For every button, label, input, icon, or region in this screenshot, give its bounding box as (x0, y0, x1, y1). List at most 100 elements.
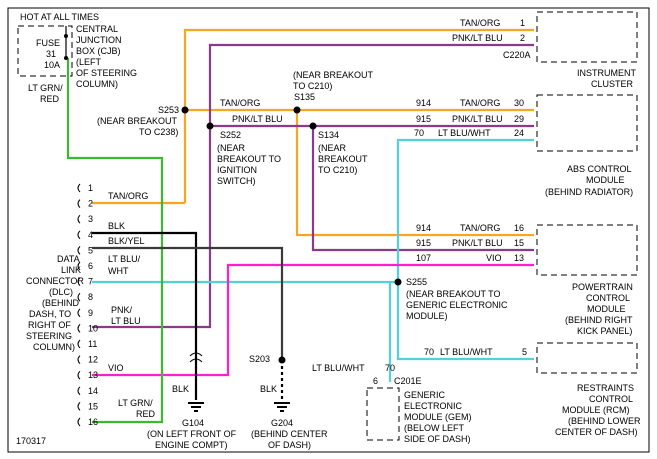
s134-note-1: (NEAR (318, 143, 347, 153)
pcm-name-3: MODULE (587, 304, 626, 314)
wire-pnk-ltblu-ipc (208, 43, 534, 126)
gem-name-5: SIDE OF DASH) (404, 434, 471, 444)
g104-name: G104 (182, 418, 204, 428)
abs-wire-3-color: LT BLU/WHT (438, 128, 491, 138)
cjb-label-5: OF STEERING (76, 68, 137, 78)
dlc-label-6: DASH, TO (29, 309, 71, 319)
s134-note-2: BREAKOUT (318, 154, 368, 164)
dlc-pin-number: 5 (88, 245, 93, 255)
g204-note-2: OF DASH) (268, 440, 311, 450)
dlc-pin-number: 12 (88, 355, 98, 365)
dlc-label-1: DATA (57, 254, 80, 264)
dlc-wire-6-label-a: LT BLU/ (108, 254, 141, 264)
cjb-label-6: COLUMN) (76, 79, 118, 89)
g204-wire-label: BLK (260, 384, 277, 394)
wire-blkyel-s203 (92, 246, 284, 360)
dlc-label-7: RIGHT OF (28, 320, 71, 330)
fuse-rating: 10A (44, 60, 60, 70)
dlc-pin-terminal (77, 324, 81, 333)
splice-s252-dot (206, 122, 214, 130)
dlc-pin-terminal (77, 370, 81, 380)
s252-note-3: IGNITION (217, 165, 257, 175)
cjb-label-3: BOX (CJB) (76, 46, 121, 56)
dlc-pin-terminal (77, 308, 81, 318)
s134-note-3: TO C210) (318, 165, 357, 175)
dlc-wire-16-label-a: LT GRN/ (118, 398, 153, 408)
wire-pnk-ltblu-dlc (92, 126, 212, 329)
dlc-pin-number: 9 (88, 308, 93, 318)
abs-wire-1-pin: 30 (514, 98, 524, 108)
ltgrn-top-label-2: RED (40, 94, 60, 104)
pcm-wire-2-color: PNK/LT BLU (452, 238, 503, 248)
pcm-wire-2-circuit: 915 (416, 238, 431, 248)
rcm-name-4: (BEHIND LOWER (568, 416, 641, 426)
dlc-pin-number: 11 (88, 339, 97, 349)
dlc-pin-number: 1 (88, 183, 93, 193)
pcm-name-5: KICK PANEL) (577, 326, 632, 336)
dlc-label-8: STEERING (26, 331, 72, 341)
pcm-name-1: POWERTRAIN (572, 282, 633, 292)
rcm-box (536, 342, 638, 374)
ipc-name-2: CLUSTER (591, 79, 634, 89)
dlc-pin-number: 2 (88, 199, 93, 209)
dlc-pin-number: 4 (88, 230, 93, 240)
abs-wire-1-color: TAN/ORG (460, 98, 500, 108)
rcm-name-1: RESTRAINTS (577, 383, 634, 393)
wire-blk-g104 (92, 231, 198, 400)
s255-name: S255 (406, 277, 427, 287)
abs-wire-2-color: PNK/LT BLU (452, 114, 503, 124)
ipc-name-1: INSTRUMENT (577, 68, 636, 78)
dlc-wire-10-label-a: PNK/ (111, 305, 133, 315)
splice-s134-dot (309, 122, 317, 130)
abs-wire-3-pin: 24 (514, 128, 524, 138)
s255-note-1: (NEAR BREAKOUT TO (406, 289, 501, 299)
dlc-pin-number: 6 (88, 261, 93, 271)
dlc-pin-terminal (77, 292, 81, 302)
dlc-pin-number: 7 (88, 277, 93, 287)
pcm-wire-1-color: TAN/ORG (460, 223, 500, 233)
instrument-cluster-box (536, 11, 638, 63)
dlc-label-2: LINK (61, 265, 81, 275)
g204-name: G204 (271, 418, 293, 428)
s255-note-2: GENERIC ELECTRONIC (406, 300, 508, 310)
tan-org-wire-label: TAN/ORG (220, 98, 260, 108)
rcm-wire-pin: 5 (522, 347, 527, 357)
dlc-pin-terminal (77, 339, 81, 349)
gem-wire-color: LT BLU/WHT (312, 363, 365, 373)
dlc-wire-6-label-b: WHT (108, 266, 129, 276)
gem-box (366, 387, 400, 441)
wire-pnk-ltblu-pcm (311, 126, 534, 252)
rcm-name-2: CONTROL (589, 394, 633, 404)
wire-ltgrn-red (66, 58, 164, 424)
dlc-pin-terminal (77, 261, 81, 271)
ltgrn-top-label-1: LT GRN/ (28, 83, 63, 93)
splice-s253-dot (181, 106, 189, 114)
cjb-box (17, 25, 73, 77)
gem-connector: C201E (394, 376, 422, 386)
diagram-border (7, 7, 650, 453)
gem-name-4: (BELOW LEFT (404, 423, 465, 433)
wire-ltblu-wht-abs (92, 138, 534, 284)
s252-note-2: BREAKOUT TO (217, 154, 281, 164)
s252-name: S252 (220, 130, 241, 140)
dlc-pin-number: 16 (88, 417, 98, 427)
fuse-terminal-top (64, 34, 68, 38)
dlc-wire-10-label-b: LT BLU (111, 316, 141, 326)
pcm-wire-3-color: VIO (486, 253, 502, 263)
rcm-name-3: MODULE (RCM) (562, 405, 630, 415)
dlc-pin-terminal (77, 246, 81, 255)
hot-at-all-times-label: HOT AT ALL TIMES (20, 12, 99, 22)
wire-vio-pcm (92, 263, 534, 377)
ipc-wire-1-pin: 1 (520, 18, 525, 28)
dlc-wire-4-label: BLK (108, 221, 125, 231)
abs-name-3: (BEHIND RADIATOR) (545, 187, 633, 197)
g204-note-1: (BEHIND CENTER (251, 429, 328, 439)
dlc-pin-terminal (77, 183, 81, 193)
s252-note-1: (NEAR (217, 143, 246, 153)
wire-ltblu-wht-rcm (396, 282, 534, 361)
g104-note-1: (ON LEFT FRONT OF (147, 429, 237, 439)
abs-wire-1-circuit: 914 (416, 98, 431, 108)
pcm-box (536, 224, 638, 276)
s252-note-4: SWITCH) (217, 176, 256, 186)
